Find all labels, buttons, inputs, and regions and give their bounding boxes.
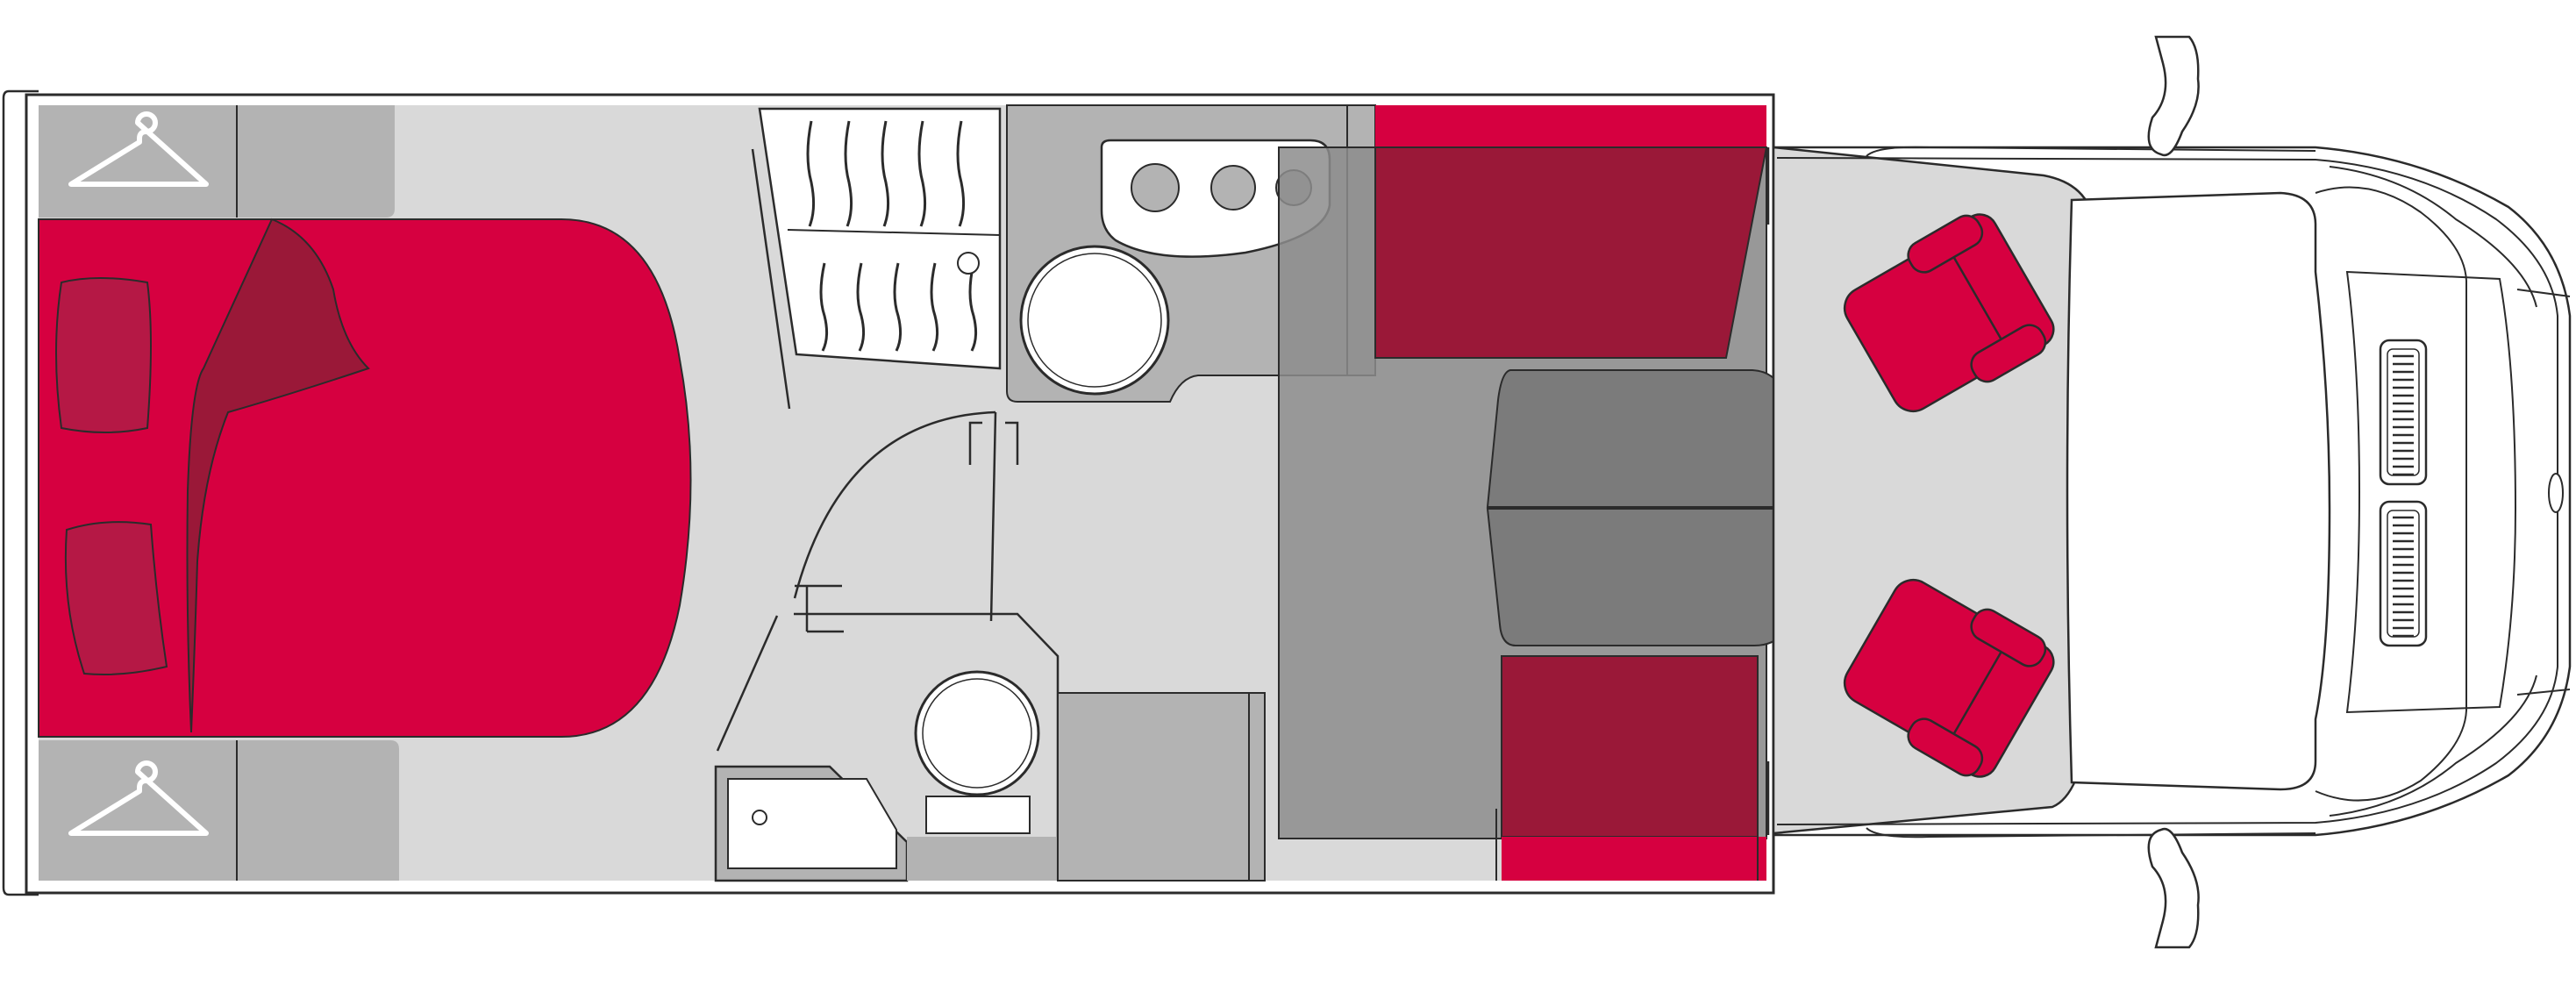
cabinet-top — [237, 105, 395, 218]
bench-seat — [1501, 655, 1759, 838]
cab-body — [1773, 146, 2572, 837]
seat-icon — [1843, 213, 2055, 413]
pillow-icon — [55, 277, 152, 433]
washroom-cabinet — [758, 107, 1002, 370]
toilet-icon — [914, 670, 1040, 796]
washroom — [714, 107, 1266, 882]
mirror-icon — [2147, 827, 2200, 949]
dining-table — [1486, 508, 1800, 646]
mirror-icon — [2147, 35, 2200, 157]
island-bed — [38, 218, 692, 738]
hanger-icon — [68, 760, 209, 836]
bench-seat — [1374, 146, 1768, 359]
burner-icon — [1131, 163, 1180, 212]
drawer-lines — [806, 120, 978, 352]
wardrobe-bottom — [39, 740, 237, 881]
sink-icon — [1019, 245, 1170, 396]
dashboard — [2066, 191, 2331, 791]
dining-table — [1486, 369, 1800, 508]
cabinet-bottom — [237, 740, 399, 881]
drain-icon — [752, 810, 767, 825]
pillow-icon — [64, 521, 168, 675]
knob-icon — [957, 252, 980, 275]
toilet-icon — [925, 796, 1031, 834]
burner-icon — [1210, 165, 1256, 211]
toilet-cabinet — [907, 837, 1056, 881]
cab — [1766, 35, 2572, 949]
hanger-icon — [68, 111, 209, 187]
washroom-cupboard — [1057, 692, 1266, 882]
seat-icon — [1843, 578, 2055, 778]
dinette — [1278, 105, 1800, 881]
duvet-fold — [186, 218, 370, 733]
badge-icon — [2548, 473, 2564, 513]
bedroom — [38, 105, 692, 881]
bench-backrest — [1375, 105, 1766, 147]
bench-backrest — [1502, 837, 1766, 881]
